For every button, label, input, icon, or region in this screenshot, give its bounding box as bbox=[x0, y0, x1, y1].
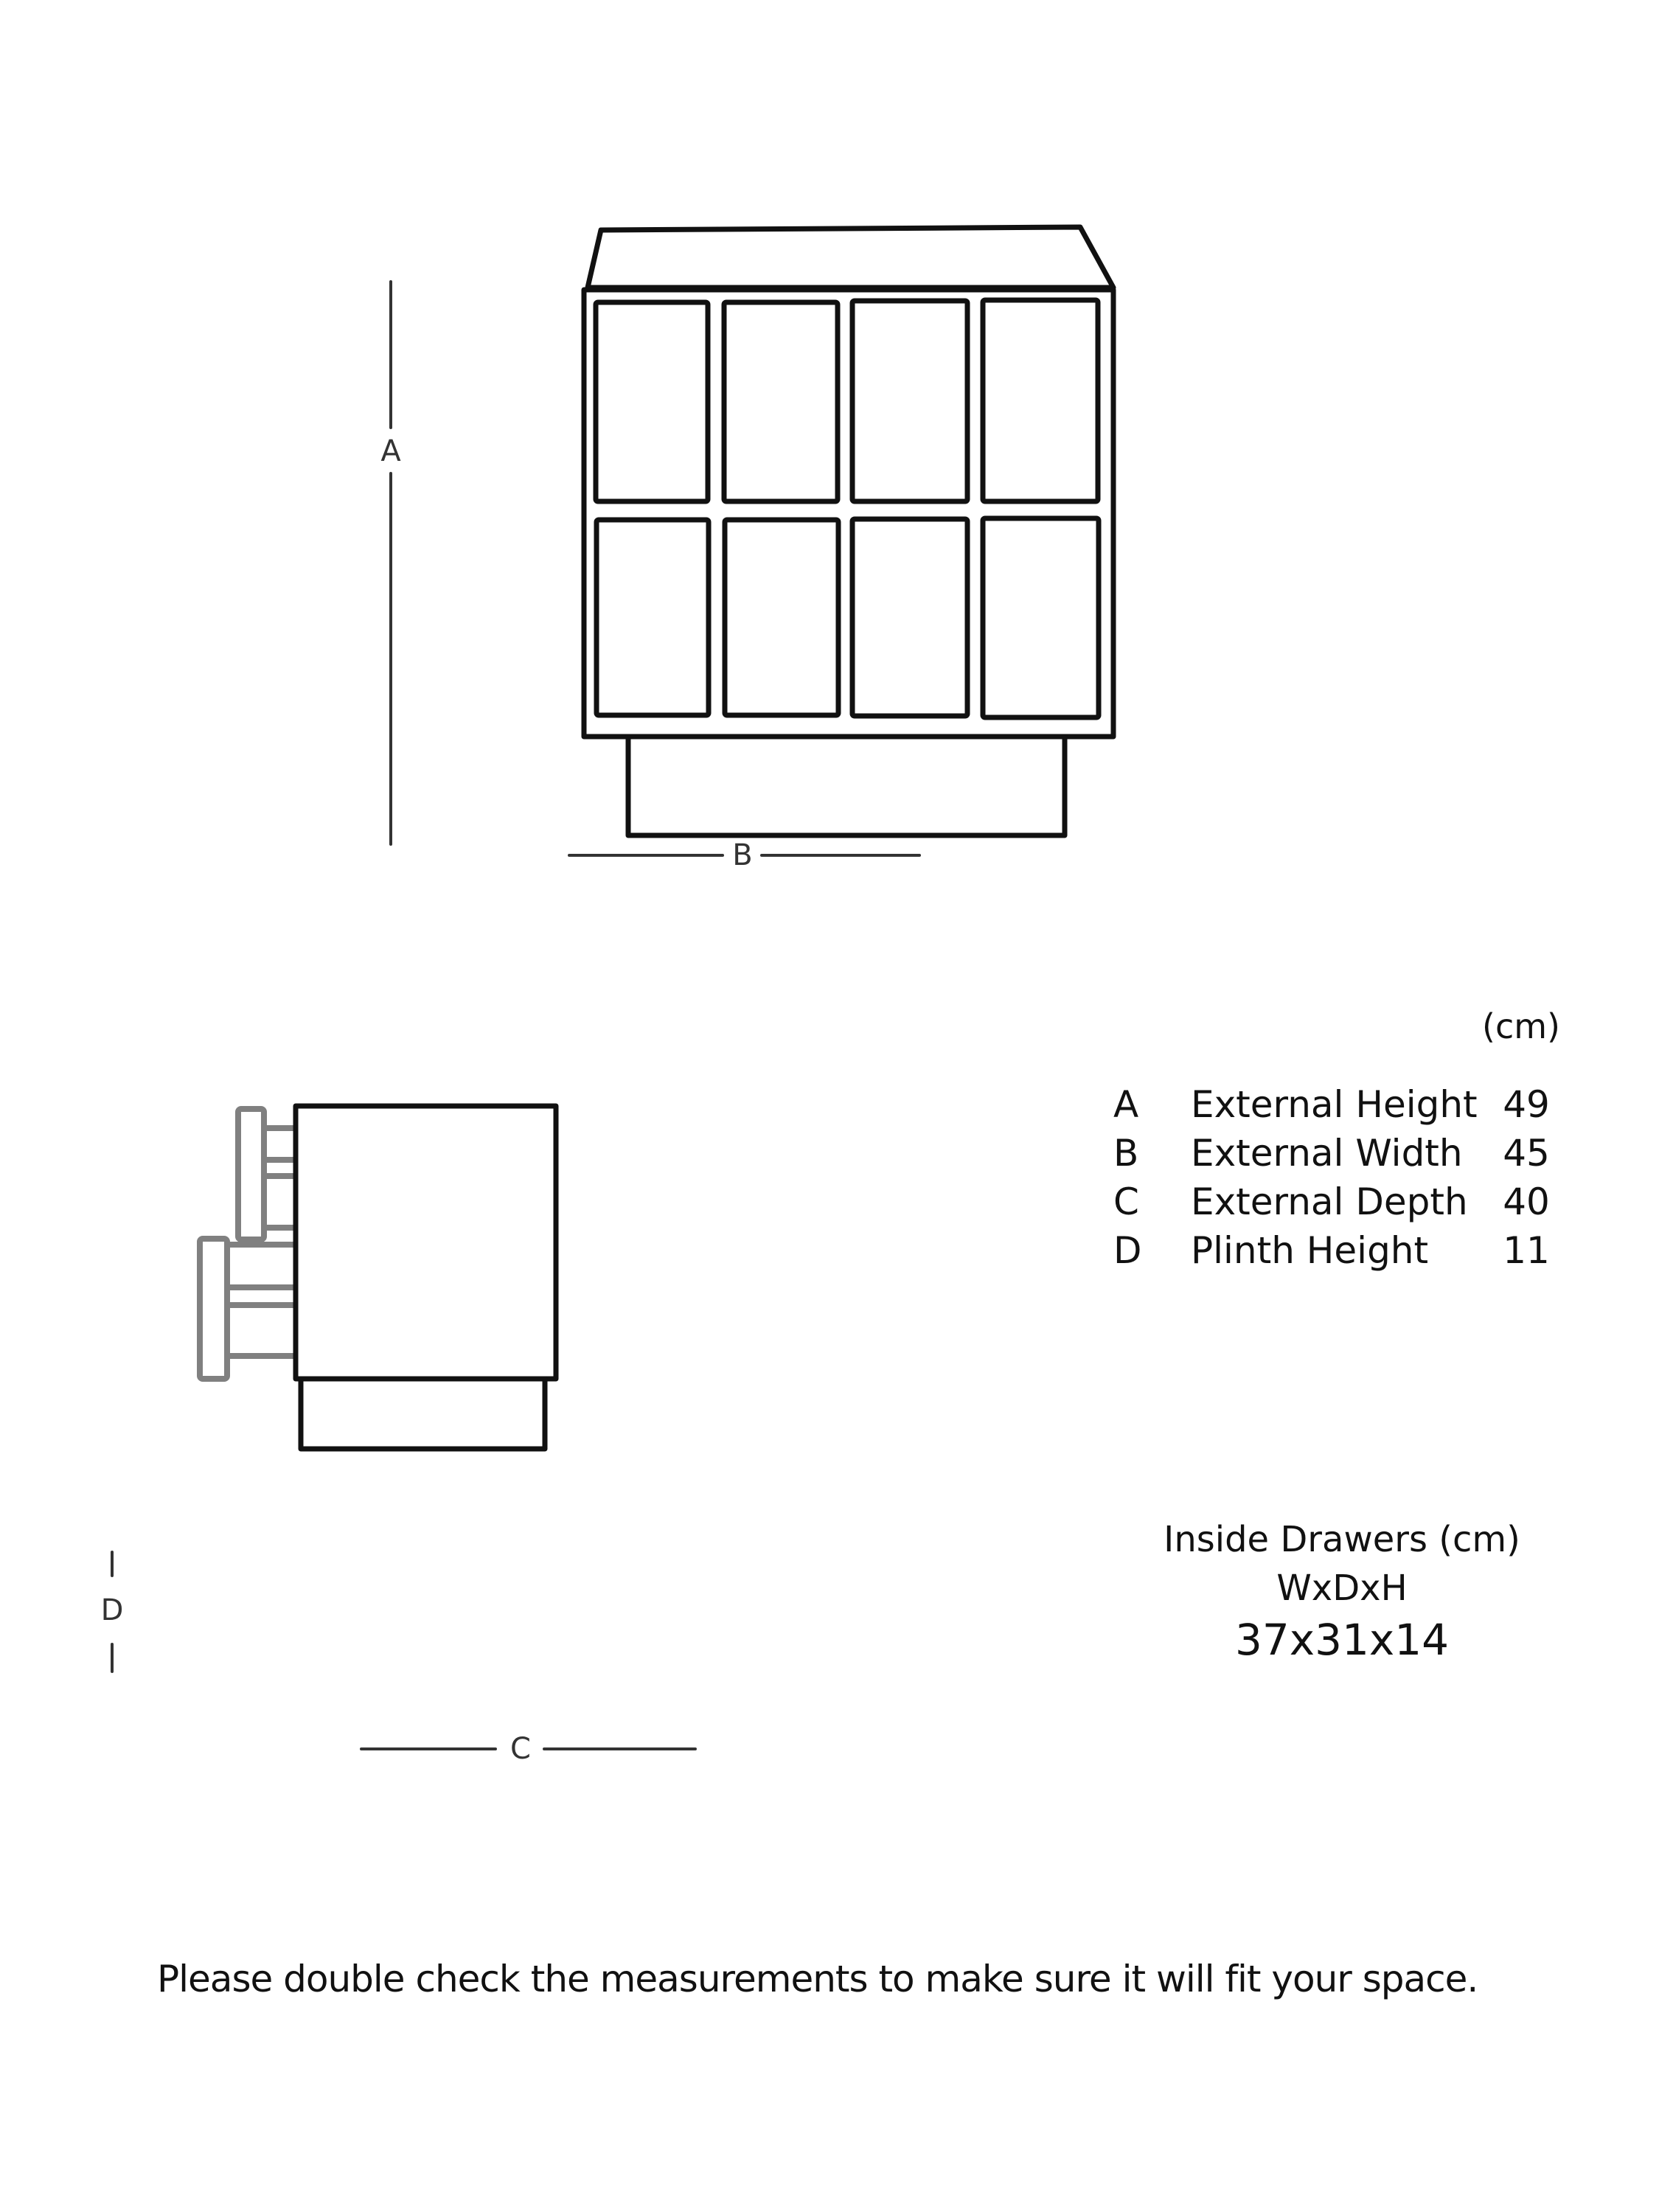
drawer-front-8 bbox=[980, 515, 1102, 720]
dimension-label: Plinth Height bbox=[1191, 1229, 1429, 1272]
inside-drawers-format: WxDxH bbox=[1276, 1568, 1408, 1609]
dimension-value: 49 bbox=[1503, 1083, 1550, 1126]
side-view-drawers-open bbox=[197, 1106, 293, 1382]
dimension-label: External Depth bbox=[1191, 1180, 1468, 1223]
unit-label: (cm) bbox=[1482, 1006, 1560, 1046]
drawer-front-2 bbox=[721, 299, 841, 504]
inside-drawers-block: Inside Drawers (cm) WxDxH 37x31x14 bbox=[1150, 1515, 1534, 1667]
side-view-cabinet bbox=[293, 1103, 559, 1452]
dimension-row: A External Height 49 bbox=[1113, 1080, 1567, 1129]
inside-drawers-value: 37x31x14 bbox=[1234, 1615, 1450, 1665]
dimension-label: External Height bbox=[1191, 1083, 1478, 1126]
drawer-front-3 bbox=[849, 298, 970, 504]
side-cabinet-plinth bbox=[298, 1376, 548, 1452]
drawer-front-4 bbox=[980, 297, 1101, 504]
dimension-value: 40 bbox=[1503, 1180, 1550, 1223]
front-view-cabinet bbox=[581, 224, 1116, 838]
dimension-letter: A bbox=[1113, 1083, 1139, 1126]
open-drawer-upper-front bbox=[235, 1106, 267, 1242]
dimension-letter: D bbox=[1113, 1229, 1142, 1272]
drawer-front-5 bbox=[594, 517, 712, 718]
side-cabinet-body bbox=[293, 1103, 559, 1382]
dimension-label: External Width bbox=[1191, 1132, 1463, 1175]
dimension-label-b: B bbox=[732, 838, 753, 872]
drawer-front-7 bbox=[849, 516, 970, 719]
drawer-front-1 bbox=[593, 299, 711, 504]
cabinet-plinth bbox=[625, 734, 1068, 838]
dimension-label-d: D bbox=[100, 1593, 124, 1627]
dimensions-table: A External Height 49 B External Width 45… bbox=[1113, 1080, 1567, 1275]
drawer-front-6 bbox=[722, 517, 841, 718]
cabinet-top bbox=[585, 224, 1116, 291]
dimension-label-a: A bbox=[380, 434, 401, 468]
dimension-letter: B bbox=[1113, 1132, 1139, 1175]
cabinet-body bbox=[581, 287, 1116, 740]
dimension-value: 45 bbox=[1503, 1132, 1550, 1175]
dimension-row: D Plinth Height 11 bbox=[1113, 1226, 1567, 1275]
open-drawer-lower-front bbox=[197, 1236, 230, 1382]
dimension-letter: C bbox=[1113, 1180, 1139, 1223]
inside-drawers-title: Inside Drawers (cm) bbox=[1164, 1519, 1520, 1560]
dimension-row: C External Depth 40 bbox=[1113, 1178, 1567, 1226]
dimension-row: B External Width 45 bbox=[1113, 1129, 1567, 1178]
dimension-value: 11 bbox=[1503, 1229, 1550, 1272]
footer-note: Please double check the measurements to … bbox=[157, 1958, 1478, 2000]
dimension-label-c: C bbox=[510, 1732, 531, 1766]
